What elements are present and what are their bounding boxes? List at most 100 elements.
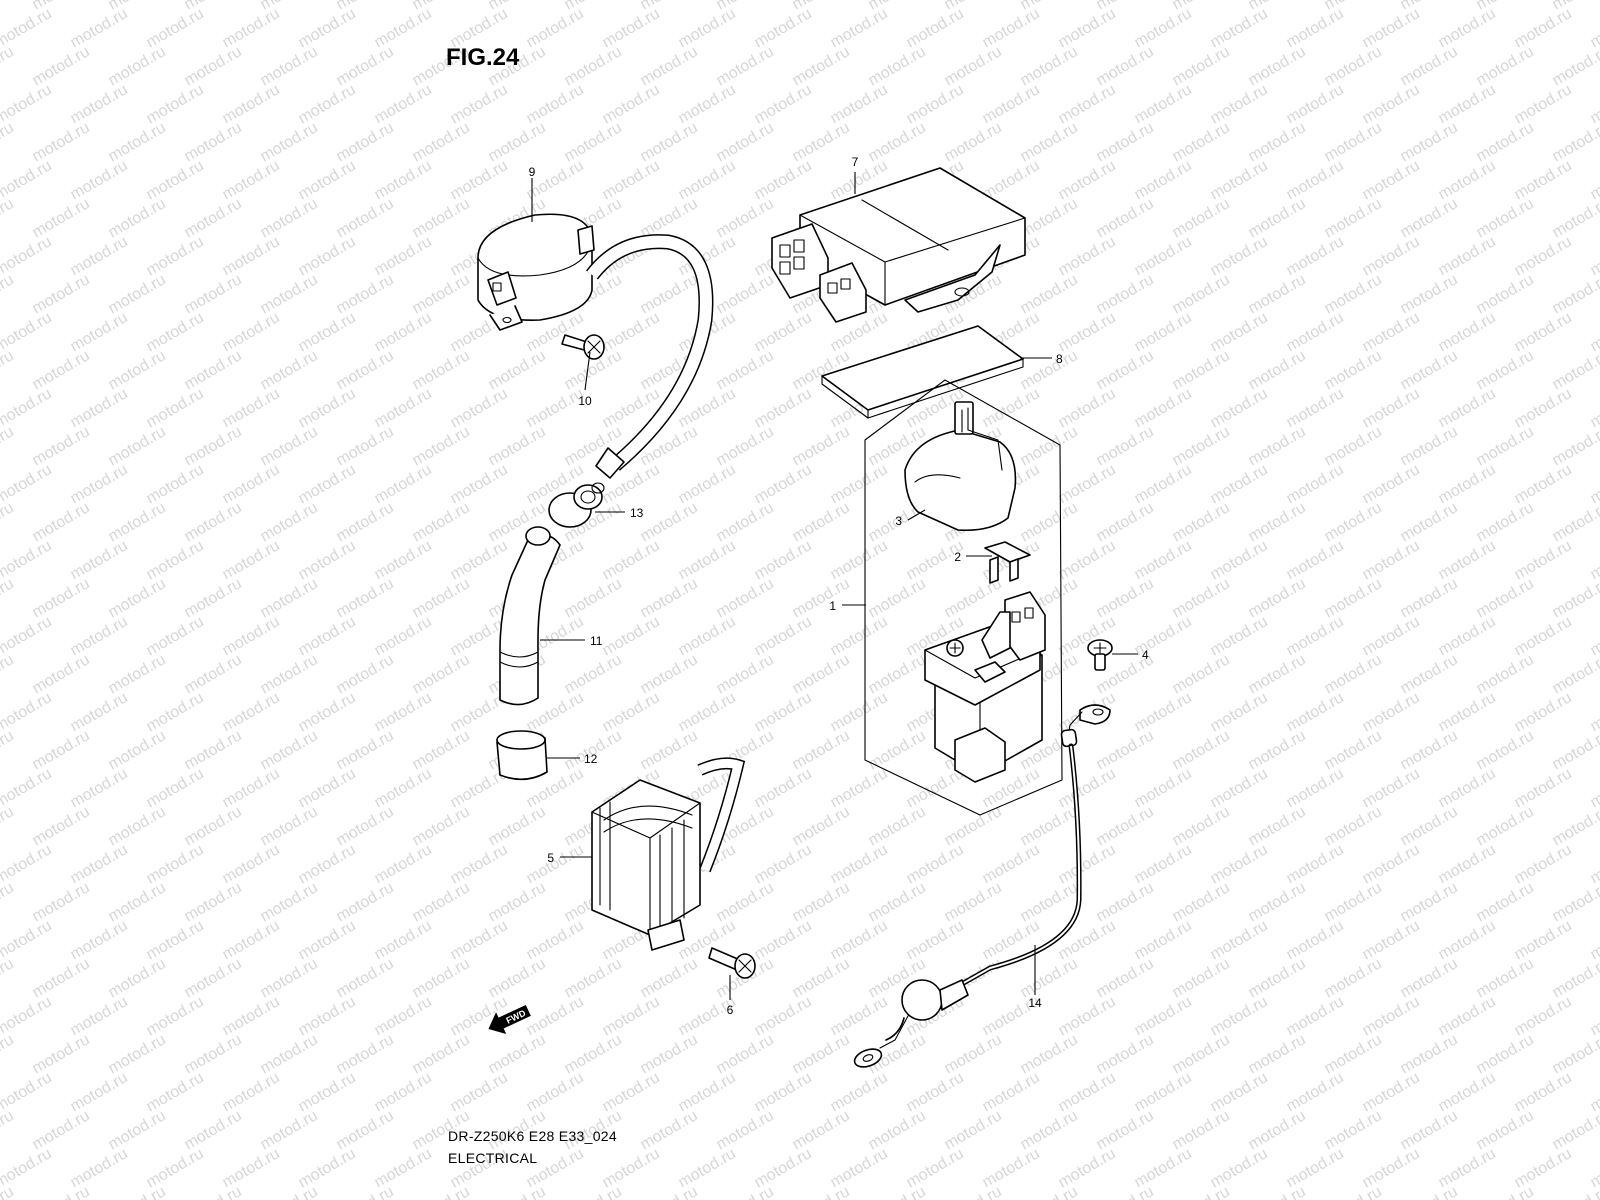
watermark-text: motod.ru [410,499,473,545]
watermark-text: motod.ru [1322,575,1385,621]
watermark-text: motod.ru [106,1031,169,1077]
watermark-text: motod.ru [904,81,967,127]
watermark-text: motod.ru [1284,1069,1347,1115]
watermark-text: motod.ru [410,1031,473,1077]
watermark-text: motod.ru [106,575,169,621]
screw-6 [708,947,756,979]
watermark-text: motod.ru [1208,81,1271,127]
watermark-text: motod.ru [714,347,777,393]
watermark-text: motod.ru [1018,1031,1081,1077]
watermark-text: motod.ru [1474,879,1537,925]
watermark-text: motod.ru [334,423,397,469]
watermark-text: motod.ru [752,765,815,811]
watermark-text: motod.ru [1246,879,1309,925]
watermark-text: motod.ru [1512,1069,1575,1115]
callout-11: 11 [590,634,603,648]
watermark-text: motod.ru [448,385,511,431]
watermark-text: motod.ru [1474,271,1537,317]
watermark-text: motod.ru [486,879,549,925]
watermark-text: motod.ru [486,803,549,849]
spark-plug-cap [499,526,561,706]
starter-relay-assembly-boundary [864,379,1063,816]
watermark-text: motod.ru [182,575,245,621]
watermark-text: motod.ru [676,613,739,659]
watermark-text: motod.ru [1056,993,1119,1039]
watermark-text: motod.ru [1170,1031,1233,1077]
watermark-text: motod.ru [1322,195,1385,241]
watermark-text: motod.ru [904,1145,967,1191]
watermark-text: motod.ru [0,0,17,13]
watermark-text: motod.ru [486,347,549,393]
watermark-text: motod.ru [106,195,169,241]
watermark-text: motod.ru [334,499,397,545]
watermark-text: motod.ru [1018,423,1081,469]
watermark-text: motod.ru [752,1145,815,1191]
watermark-text: motod.ru [1018,347,1081,393]
watermark-text: motod.ru [1512,157,1575,203]
watermark-text: motod.ru [372,689,435,735]
watermark-text: motod.ru [1246,195,1309,241]
watermark-text: motod.ru [258,423,321,469]
watermark-text: motod.ru [866,119,929,165]
watermark-text: motod.ru [144,309,207,355]
watermark-text: motod.ru [296,309,359,355]
watermark-text: motod.ru [638,1031,701,1077]
watermark-text: motod.ru [1550,575,1600,621]
watermark-text: motod.ru [1208,309,1271,355]
watermark-text: motod.ru [1398,1031,1461,1077]
watermark-text: motod.ru [942,1031,1005,1077]
watermark-text: motod.ru [1208,537,1271,583]
watermark-text: motod.ru [600,5,663,51]
watermark-text: motod.ru [410,651,473,697]
watermark-text: motod.ru [144,5,207,51]
watermark-text: motod.ru [486,1031,549,1077]
watermark-text: motod.ru [1132,689,1195,735]
watermark-text: motod.ru [1018,271,1081,317]
section-name: ELECTRICAL [448,1150,538,1166]
watermark-text: motod.ru [1474,347,1537,393]
watermark-text: motod.ru [220,765,283,811]
watermark-text: motod.ru [296,689,359,735]
watermark-text: motod.ru [486,119,549,165]
watermark-text: motod.ru [1360,461,1423,507]
watermark-text: motod.ru [1436,461,1499,507]
watermark-text: motod.ru [600,689,663,735]
watermark-text: motod.ru [1360,917,1423,963]
watermark-text: motod.ru [68,309,131,355]
watermark-text: motod.ru [980,5,1043,51]
watermark-text: motod.ru [1246,727,1309,773]
watermark-text: motod.ru [68,613,131,659]
watermark-text: motod.ru [220,157,283,203]
watermark-text: motod.ru [1208,689,1271,735]
watermark-text: motod.ru [1398,119,1461,165]
watermark-text: motod.ru [1550,195,1600,241]
watermark-text: motod.ru [1436,5,1499,51]
watermark-text: motod.ru [1246,1031,1309,1077]
watermark-text: motod.ru [1208,1069,1271,1115]
watermark-text: motod.ru [1284,233,1347,279]
watermark-text: motod.ru [106,1107,169,1153]
watermark-text: motod.ru [752,689,815,735]
watermark-text: motod.ru [1360,841,1423,887]
watermark-text: motod.ru [790,1183,853,1200]
watermark-text: motod.ru [1436,613,1499,659]
watermark-text: motod.ru [1436,689,1499,735]
watermark-text: motod.ru [0,879,17,925]
watermark-text: motod.ru [752,993,815,1039]
watermark-text: motod.ru [1360,81,1423,127]
watermark-text: motod.ru [258,119,321,165]
watermark-text: motod.ru [1284,689,1347,735]
watermark-text: motod.ru [714,879,777,925]
watermark-text: motod.ru [790,803,853,849]
watermark-text: motod.ru [1474,1031,1537,1077]
watermark-text: motod.ru [220,309,283,355]
watermark-text: motod.ru [1398,1107,1461,1153]
watermark-text: motod.ru [258,1107,321,1153]
watermark-text: motod.ru [942,1183,1005,1200]
watermark-text: motod.ru [1512,689,1575,735]
watermark-text: motod.ru [258,271,321,317]
watermark-text: motod.ru [1170,1183,1233,1200]
watermark-text: motod.ru [410,1183,473,1200]
watermark-text: motod.ru [30,651,93,697]
watermark-text: motod.ru [1208,613,1271,659]
